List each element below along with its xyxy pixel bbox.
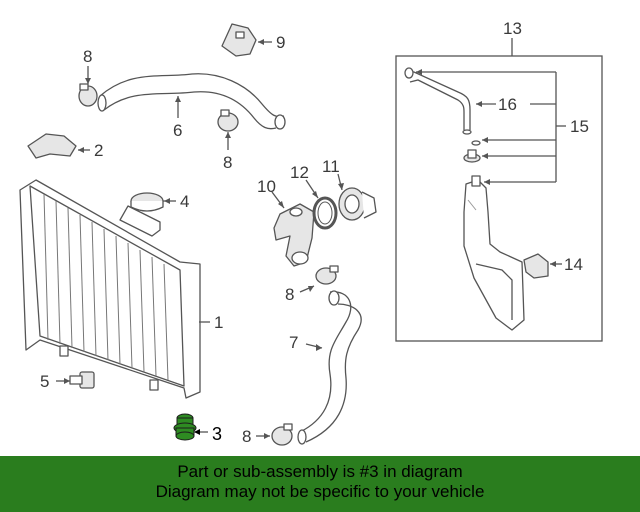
parts-diagram: 13 1 4	[19, 19, 603, 446]
reservoir-cap-assembly	[463, 140, 481, 163]
label-1: 1	[214, 313, 223, 332]
upper-hose-part-6: 6	[97, 73, 286, 140]
label-15: 15	[570, 117, 589, 136]
label-10: 10	[257, 177, 276, 196]
highlighted-part-3: 3	[173, 413, 222, 444]
label-13: 13	[503, 19, 522, 38]
label-7: 7	[289, 333, 298, 352]
radiator-part-1: 1	[19, 179, 223, 399]
reservoir-tank	[463, 175, 525, 331]
overflow-tube-part-16: 16	[404, 67, 517, 135]
label-12: 12	[290, 163, 309, 182]
label-9: 9	[276, 33, 285, 52]
radiator-cap-part-4: 4	[130, 192, 189, 212]
label-8-a: 8	[83, 47, 92, 66]
label-8-c: 8	[285, 285, 294, 304]
label-6: 6	[173, 121, 182, 140]
hose-clamp-part-8-d: 8	[242, 423, 293, 446]
thermostat-part-11: 11	[322, 157, 377, 221]
label-8-b: 8	[223, 153, 232, 172]
gasket-part-12: 12	[290, 163, 338, 230]
hose-clamp-part-8-c: 8	[285, 265, 339, 304]
drain-cock-part-5: 5	[40, 371, 95, 391]
label-14: 14	[564, 255, 583, 274]
label-4: 4	[180, 192, 189, 211]
banner-line-2: Diagram may not be specific to your vehi…	[155, 482, 485, 501]
bracket-part-2: 2	[27, 133, 103, 160]
label-3: 3	[212, 424, 222, 444]
info-banner: Part or sub-assembly is #3 in diagram Di…	[0, 456, 640, 512]
label-5: 5	[40, 372, 49, 391]
banner-line-1: Part or sub-assembly is #3 in diagram	[177, 462, 463, 481]
clip-part-14: 14	[523, 253, 583, 279]
callout-bracket-15: 15	[416, 69, 589, 185]
label-2: 2	[94, 141, 103, 160]
bracket-part-9: 9	[221, 23, 285, 57]
label-16: 16	[498, 95, 517, 114]
label-8-d: 8	[242, 427, 251, 446]
water-inlet-part-10: 10	[257, 177, 315, 267]
inset-box-13: 13	[395, 19, 603, 342]
lower-hose-part-7: 7	[289, 290, 362, 445]
hose-clamp-part-8-b: 8	[217, 109, 239, 172]
hose-clamp-part-8-a: 8	[78, 47, 98, 107]
label-11: 11	[322, 157, 340, 176]
